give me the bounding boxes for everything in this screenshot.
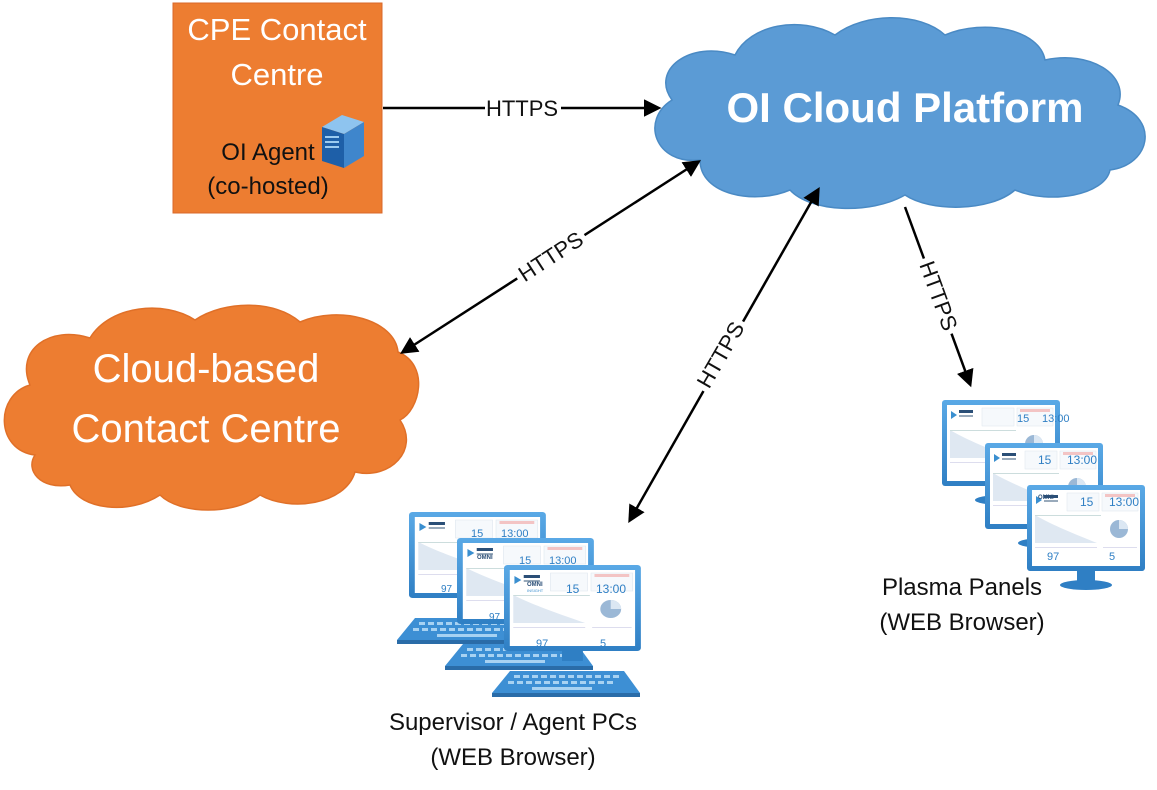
https-label-cloudcc: HTTPS <box>514 226 588 286</box>
plasma-panels-sublabel: (WEB Browser) <box>879 609 1044 636</box>
screen-count: 15 <box>1038 453 1052 467</box>
https-label-pcs: HTTPS <box>692 317 750 392</box>
screen-time: 13:00 <box>549 555 577 567</box>
cloud-cc-label-line1: Cloud-based <box>93 347 320 391</box>
screen-metric-b: 5 <box>600 638 606 650</box>
oi-cloud-label: OI Cloud Platform <box>727 84 1084 131</box>
agent-pc: OMNI 15 13:00 97 <box>445 537 595 670</box>
screen-metric-a: 97 <box>441 584 453 595</box>
connection-cpe-to-cloud: HTTPS <box>383 96 662 121</box>
plasma-panels-group: 15 13:00 15 13:00 OMNI 15 13:00 97 5 <box>941 399 1146 590</box>
plasma-panel-monitor: 15 13:00 <box>984 442 1104 548</box>
screen-brand: OMNI <box>477 555 493 561</box>
screen-brand-sub: INSIGHT <box>527 588 544 593</box>
oi-cloud-platform: OI Cloud Platform <box>654 17 1146 210</box>
oi-agent-label: OI Agent <box>221 139 315 166</box>
agent-pc: 15 13:00 97 <box>397 511 547 644</box>
screen-time: 13:00 <box>501 528 529 540</box>
screen-count: 15 <box>519 555 531 567</box>
screen-brand: OMNI <box>527 582 543 588</box>
screen-count: 15 <box>471 528 483 540</box>
screen-metric-a: 97 <box>1047 551 1059 563</box>
screen-count: 15 <box>566 582 580 596</box>
connection-cloud-to-panels: HTTPS <box>903 206 974 388</box>
screen-metric-a: 97 <box>536 638 548 650</box>
agent-pcs-label: Supervisor / Agent PCs <box>389 709 637 736</box>
cpe-contact-centre-box: CPE Contact Centre OI Agent (co-hosted) <box>172 2 383 214</box>
agent-pcs-group: 15 13:00 97 OMNI 15 13:00 97 OMNI INSIGH… <box>397 511 642 697</box>
screen-metric-a: 97 <box>489 612 501 623</box>
oi-agent-sublabel: (co-hosted) <box>207 173 328 200</box>
screen-brand: OMNI <box>1038 495 1054 501</box>
server-icon <box>322 115 364 168</box>
screen-time: 13:00 <box>596 582 626 596</box>
screen-count: 15 <box>1017 413 1029 425</box>
https-label-panels: HTTPS <box>914 258 962 334</box>
screen-count: 15 <box>1080 495 1094 509</box>
agent-pc: OMNI INSIGHT 15 13:00 97 5 <box>492 564 642 697</box>
connection-cloudcc-to-cloud: HTTPS <box>400 160 701 354</box>
plasma-panel-monitor: 15 13:00 <box>941 399 1070 505</box>
https-label-cpe: HTTPS <box>486 96 558 121</box>
agent-pcs-sublabel: (WEB Browser) <box>430 744 595 771</box>
cpe-title-line2: Centre <box>230 57 323 92</box>
plasma-panels-label: Plasma Panels <box>882 574 1042 601</box>
plasma-panel-monitor: OMNI 15 13:00 97 5 <box>1026 484 1146 590</box>
screen-time: 13:00 <box>1067 453 1097 467</box>
screen-time: 13:00 <box>1042 413 1070 425</box>
connection-cloud-to-pcs: HTTPS <box>628 186 820 524</box>
screen-metric-b: 5 <box>1109 551 1115 563</box>
cpe-title-line1: CPE Contact <box>187 12 367 47</box>
screen-time: 13:00 <box>1109 495 1139 509</box>
cloud-cc-label-line2: Contact Centre <box>71 407 340 451</box>
cloud-based-contact-centre: Cloud-based Contact Centre <box>3 304 420 511</box>
